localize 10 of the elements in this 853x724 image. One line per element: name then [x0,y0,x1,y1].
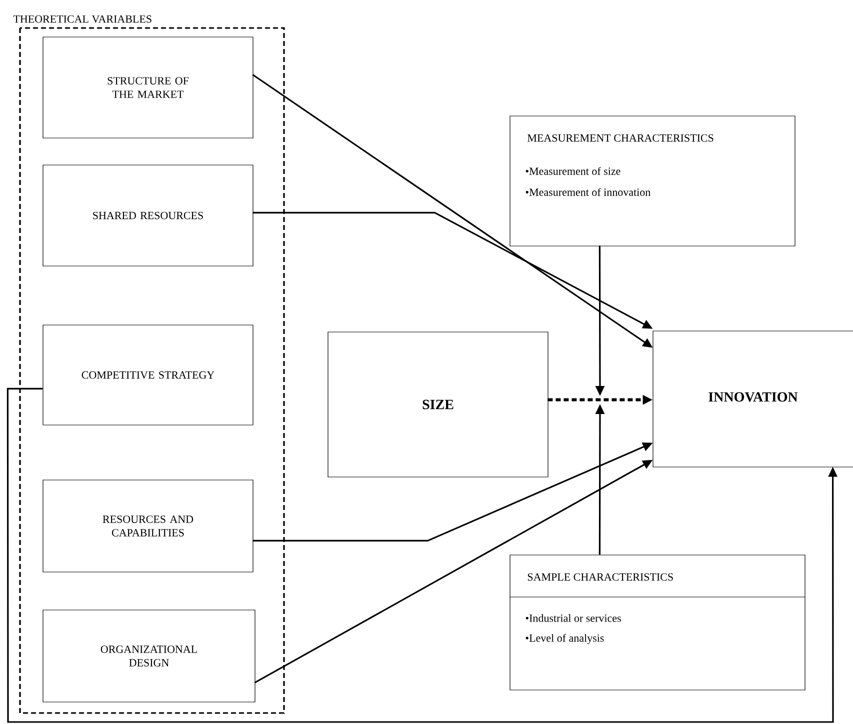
characteristics-box: MEASUREMENT CHARACTERISTICS •Measurement of size •Measurement of innovation [510,116,796,246]
characteristics-box: SAMPLE CHARACTERISTICS •Industrial or services •Level of analysis [510,554,806,690]
concept-box: SHARED RESOURCES [42,164,254,266]
concept-box: COMPETITIVE STRATEGY [42,324,254,426]
concept-box: RESOURCES AND CAPABILITIES [42,480,254,572]
concept-box: STRUCTURE OF THE MARKET [42,36,254,138]
node-label: THEORETICAL VARIABLES [13,15,152,23]
concept-box: SIZE [328,332,548,478]
concept-box: INNOVATION [652,330,853,468]
concept-box: ORGANIZATIONAL DESIGN [42,610,256,702]
